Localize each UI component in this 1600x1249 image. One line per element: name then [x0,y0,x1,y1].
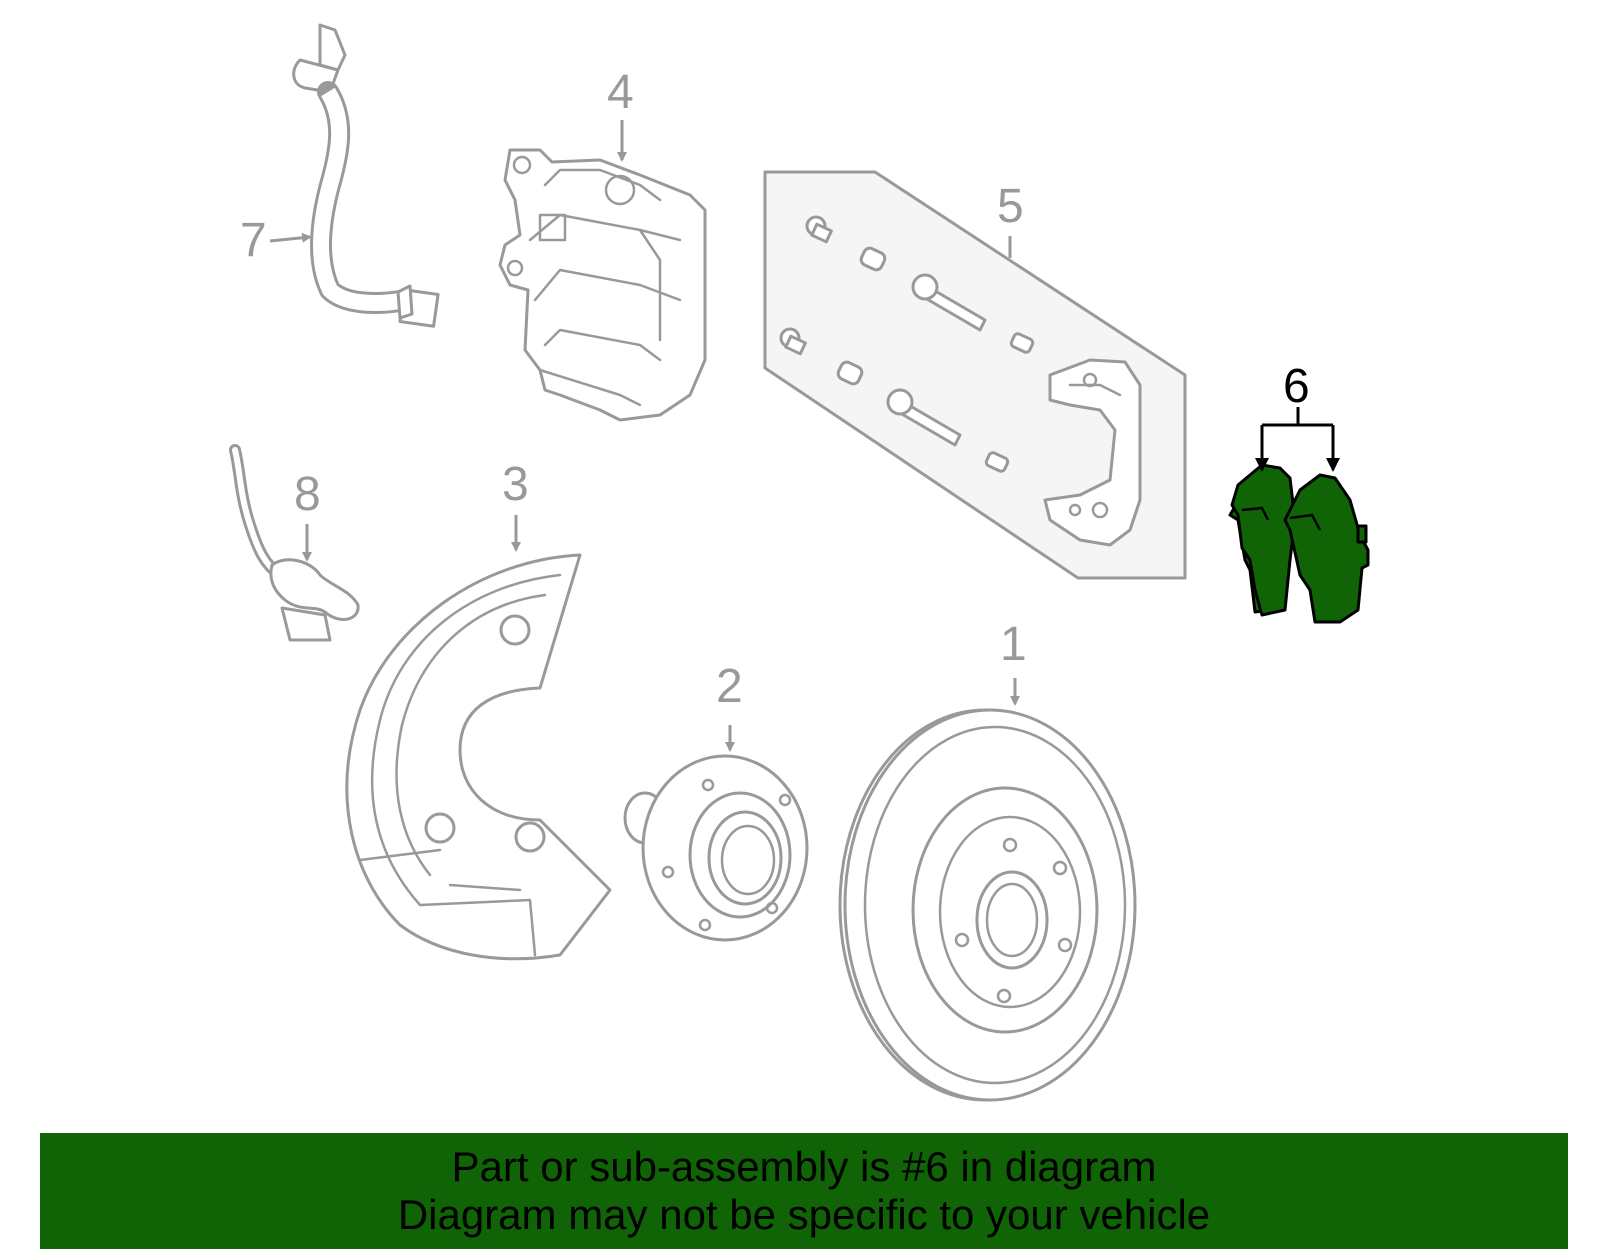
caliper-hardware-kit-part[interactable] [763,170,1187,580]
brake-caliper-part[interactable] [498,148,707,422]
brake-hose-part[interactable] [292,23,440,328]
callout-3[interactable]: 3 [502,458,529,511]
hub-bearing-part[interactable] [623,754,809,942]
splash-shield-part[interactable] [345,553,612,961]
callout-7[interactable]: 7 [240,214,267,267]
info-banner: Part or sub-assembly is #6 in diagram Di… [40,1133,1568,1249]
callout-6-bracket [1255,407,1340,472]
banner-line-1: Part or sub-assembly is #6 in diagram [451,1143,1157,1190]
callout-8[interactable]: 8 [294,468,321,521]
brake-rotor-part[interactable] [838,708,1137,1102]
callout-5[interactable]: 5 [997,180,1024,233]
callout-1[interactable]: 1 [1000,618,1027,671]
banner-line-2: Diagram may not be specific to your vehi… [397,1191,1211,1238]
wear-sensor-part[interactable] [229,444,360,642]
callout-6[interactable]: 6 [1283,360,1310,413]
brake-pads-part[interactable] [1228,463,1370,624]
callout-4[interactable]: 4 [607,66,634,119]
callout-2[interactable]: 2 [716,660,743,713]
